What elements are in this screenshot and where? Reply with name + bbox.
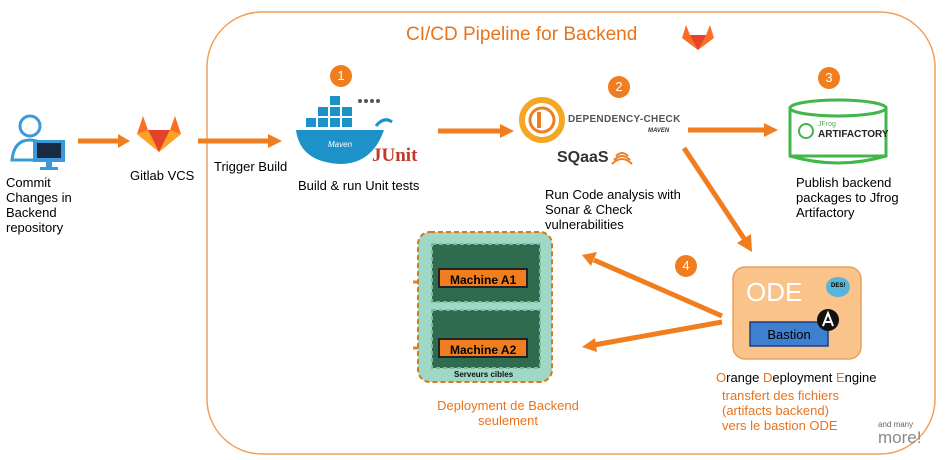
junit-logo: JUnit	[372, 145, 417, 167]
docker-maven-logo	[292, 96, 393, 164]
gitlab-logo	[137, 116, 181, 152]
dependency-check-text: DEPENDENCY-CHECK	[568, 114, 681, 125]
arrow-analysis-to-artifactory	[688, 123, 778, 137]
build-label: Build & run Unit tests	[298, 178, 420, 193]
dependency-check-logo	[519, 97, 565, 143]
arrow-build-to-analysis	[438, 124, 514, 138]
ode-engine-range: range	[726, 370, 763, 385]
arrow-gitlab-to-build	[198, 134, 282, 148]
pipeline-frame	[206, 11, 936, 455]
gitlab-label: Gitlab VCS	[130, 168, 195, 183]
ode-engine-ngine: ngine	[844, 370, 877, 385]
transfer-line2: (artifacts backend)	[722, 403, 829, 418]
ode-engine-d: D	[763, 370, 773, 385]
ode-engine-o: O	[716, 370, 727, 385]
sqaas-icon	[611, 152, 633, 165]
step-1-badge: 1	[330, 65, 352, 87]
and-many-text: and many	[878, 420, 914, 429]
gitlab-title-logo	[682, 25, 714, 50]
publish-label: Publish backend packages to Jfrog Artifa…	[796, 175, 899, 220]
artifactory-logo	[788, 98, 888, 165]
machine-a2[interactable]: Machine A2	[438, 338, 528, 358]
sqaas-text: SQaaS	[557, 149, 609, 166]
developer-icon	[10, 114, 65, 170]
machine-a1[interactable]: Machine A1	[438, 268, 528, 288]
jfrog-text: JFrog	[818, 121, 836, 128]
more-text: more!	[878, 428, 922, 447]
step-4-badge: 4	[675, 255, 697, 277]
deploy-label-line2: seulement	[478, 413, 538, 428]
transfer-line3: vers le bastion ODE	[722, 418, 838, 433]
maven-text: Maven	[328, 140, 353, 149]
arrow-ode-to-machine-a2	[582, 319, 723, 352]
step-2-badge: 2	[608, 76, 630, 98]
arrow-dev-to-gitlab	[78, 134, 130, 148]
arrow-analysis-to-ode	[681, 146, 752, 252]
artifactory-text: ARTIFACTORY	[818, 129, 889, 140]
trigger-build-label: Trigger Build	[214, 159, 288, 174]
arrow-ode-to-machine-a1	[582, 252, 724, 319]
developer-label-text: Commit Changes in Backend repository	[6, 175, 72, 235]
transfer-line1: transfert des fichiers	[722, 388, 840, 403]
analysis-label: Run Code analysis with Sonar & Check vul…	[545, 187, 681, 232]
transfer-label: transfert des fichiers (artifacts backen…	[722, 388, 839, 433]
ode-title: ODE	[746, 277, 803, 307]
servers-caption: Serveurs cibles	[454, 370, 514, 379]
bastion-box[interactable]: Bastion	[767, 327, 811, 342]
ode-engine-label: Orange Deployment Engine	[716, 370, 876, 385]
dependency-check-sub: MAVEN	[648, 128, 670, 134]
ode-engine-eployment: eployment	[772, 370, 836, 385]
ode-engine-e: E	[835, 370, 845, 385]
deploy-label: Deployment de Backend seulement	[410, 398, 606, 428]
step-3-badge: 3	[818, 67, 840, 89]
diagram-title: CI/CD Pipeline for Backend	[406, 24, 638, 45]
ode-panel	[732, 266, 862, 360]
deploy-label-line1: Deployment de Backend	[437, 398, 579, 413]
developer-label: Commit Changes in Backend repository	[6, 175, 96, 235]
junit-text: JUnit	[372, 145, 418, 166]
ode-badge: DES!	[831, 283, 846, 289]
